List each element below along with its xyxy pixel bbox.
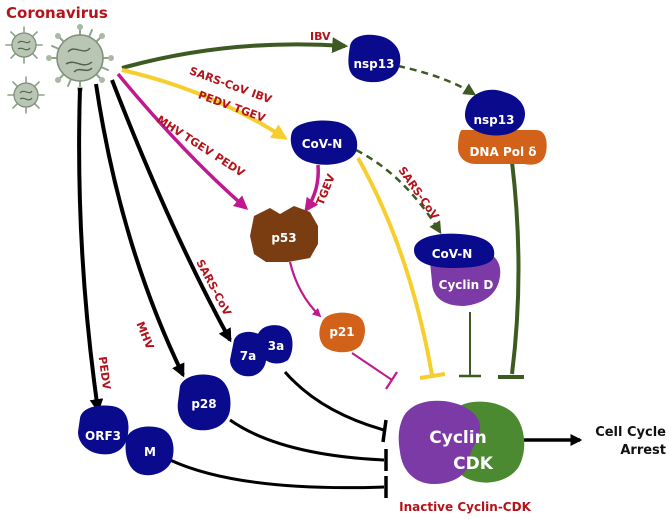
edge-nsp13-complex-dashed <box>397 64 477 96</box>
coronavirus-icon <box>7 76 45 114</box>
nsp13-complex-protein <box>464 89 526 136</box>
nsp13-protein <box>348 34 401 83</box>
edge-virus-7a3a <box>110 79 232 343</box>
edge-virus-p28 <box>94 83 185 378</box>
coronavirus-icon <box>5 26 43 64</box>
edge-dnapol-inhibits-cdk <box>510 161 521 375</box>
edge-virus-nsp13 <box>121 37 349 70</box>
label-ibv: IBV <box>310 30 331 43</box>
edge-p21-inhibits-cdk-bar <box>385 371 398 390</box>
edge-virus-p53 <box>116 72 249 210</box>
edge-7a3a-inhibits-cdk-bar <box>381 419 388 443</box>
p21-label: p21 <box>329 325 354 339</box>
page-title: Coronavirus <box>6 4 108 22</box>
nsp13-complex-label: nsp13 <box>474 113 515 127</box>
edge-covn-inhibits-cdk <box>356 157 434 376</box>
coronavirus-icon <box>46 24 114 92</box>
protein-3a <box>258 325 293 364</box>
m-protein <box>125 426 174 476</box>
orf3-label: ORF3 <box>85 429 121 443</box>
cyclin-protein <box>398 400 481 484</box>
protein-3a-label: 3a <box>268 339 284 353</box>
edge-p21-inhibits-cdk <box>351 352 393 381</box>
nsp13-label: nsp13 <box>354 57 395 71</box>
cov-n-complex-protein <box>414 233 495 268</box>
cell-cycle-arrest-label-line1: Cell Cycle <box>595 425 666 440</box>
label-mhv-2: MHV <box>134 320 157 352</box>
edge-m-inhibits-cdk <box>169 458 385 490</box>
cov-n-complex-label: CoV-N <box>432 247 473 261</box>
edge-covn-p53 <box>304 164 320 213</box>
p21-protein <box>319 312 365 353</box>
edge-7a3a-inhibits-cdk <box>283 371 385 432</box>
cov-n-label: CoV-N <box>302 137 343 151</box>
edge-covn-inhibits-cdk-bar <box>419 372 446 380</box>
p28-label: p28 <box>191 397 216 411</box>
p53-label: p53 <box>271 231 296 245</box>
edge-covn-complex-dashed <box>355 148 442 235</box>
dna-pol-delta-protein <box>458 130 547 165</box>
orf3-protein <box>78 405 129 455</box>
edge-p53-p21 <box>288 261 322 318</box>
p28-protein <box>177 374 231 431</box>
edge-p28-inhibits-cdk <box>229 418 385 462</box>
cov-n-protein <box>290 120 358 165</box>
label-pedv-1: PEDV <box>196 88 232 112</box>
label-sars-cov-2: SARS-CoV <box>396 164 442 222</box>
protein-7a-label: 7a <box>240 349 256 363</box>
label-tgev-2: TGEV <box>181 130 216 159</box>
edge-virus-covn <box>121 68 288 140</box>
protein-7a <box>230 331 267 377</box>
label-tgev-1: TGEV <box>232 101 267 125</box>
m-label: M <box>144 445 156 459</box>
edge-virus-orf3 <box>77 87 104 413</box>
inactive-cyclin-cdk-label: Inactive Cyclin-CDK <box>399 500 531 514</box>
cdk-label: CDK <box>453 454 494 474</box>
cell-cycle-arrest-label-line2: Arrest <box>620 443 666 458</box>
p53-protein <box>250 206 318 262</box>
label-pedv-3: PEDV <box>96 356 114 391</box>
label-ibv-2: IBV <box>250 87 274 106</box>
dna-pol-delta-label: DNA Pol δ <box>469 145 536 159</box>
cyclin-label: Cyclin <box>429 428 486 448</box>
label-pedv-2: PEDV <box>212 151 247 180</box>
cyclin-d-label: Cyclin D <box>439 278 494 292</box>
